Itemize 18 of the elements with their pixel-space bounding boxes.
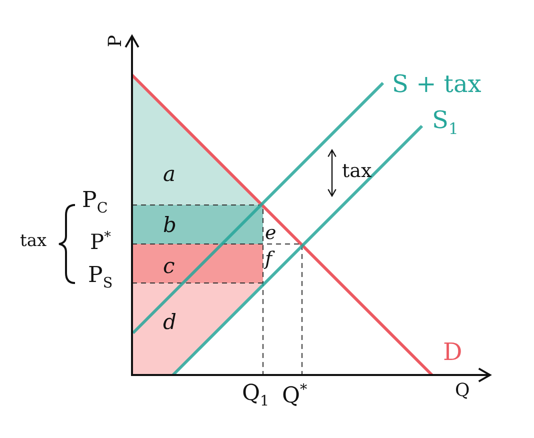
axis-label: Q [455, 382, 470, 400]
area-label: c [163, 256, 175, 277]
area-label: b [163, 215, 176, 236]
area-label: f [265, 250, 272, 269]
curve-label: S + tax [392, 72, 482, 96]
tax-label: tax [20, 233, 47, 250]
quantity-label: Q$_{1}$ [242, 383, 270, 409]
curve-label: D [443, 340, 462, 364]
area-label: a [163, 164, 176, 185]
quantity-label: Q$^{*}$ [282, 383, 308, 408]
price-label: P$_{C}$ [82, 190, 108, 216]
curve-label: S$_{1}$ [432, 108, 458, 138]
price-label: P$^{*}$ [90, 231, 111, 253]
axis-label: P [107, 34, 126, 48]
price-label: P$_{S}$ [88, 265, 113, 291]
tax-label: tax [342, 162, 372, 181]
area-label: d [163, 312, 176, 333]
area-label: e [265, 224, 276, 243]
